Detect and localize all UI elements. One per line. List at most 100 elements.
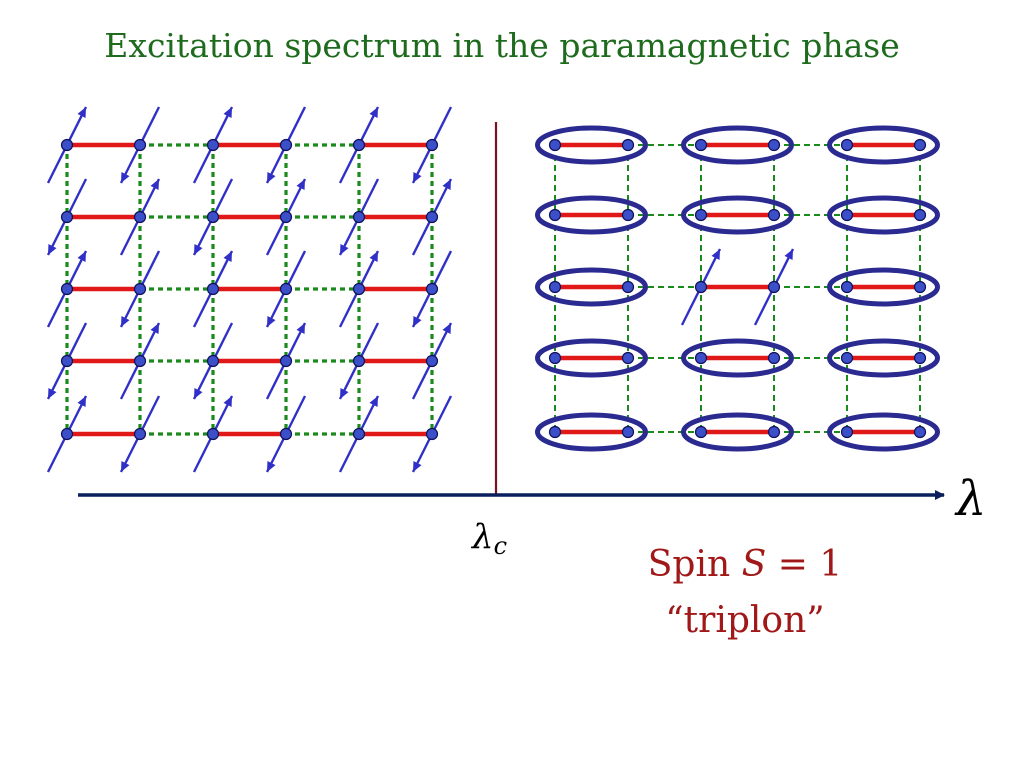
lattice-site <box>621 280 635 294</box>
singlet-dimer-ellipse <box>827 338 940 378</box>
spin-arrowhead <box>413 461 422 472</box>
singlet-dimer-ellipse <box>827 125 940 165</box>
lattice-site <box>840 280 854 294</box>
lattice-site <box>840 425 854 439</box>
spin-arrowhead <box>150 179 159 190</box>
spin-arrowhead <box>369 107 378 118</box>
singlet-dimer-ellipse <box>535 125 648 165</box>
lattice-site <box>548 138 562 152</box>
spin-arrowhead <box>413 316 422 327</box>
lattice-site <box>694 280 708 294</box>
lattice-site <box>133 427 147 441</box>
spin-arrowhead <box>194 388 203 399</box>
lattice-site <box>352 354 366 368</box>
lattice-site <box>548 425 562 439</box>
spin-arrowhead <box>369 251 378 262</box>
singlet-dimer-ellipse <box>681 195 794 235</box>
lattice-site <box>133 210 147 224</box>
spin-arrowhead <box>442 179 451 190</box>
lattice-site <box>425 427 439 441</box>
lattice-site <box>279 427 293 441</box>
lattice-site <box>279 210 293 224</box>
lattice-site <box>206 427 220 441</box>
lattice-site <box>621 208 635 222</box>
lattice-site <box>913 280 927 294</box>
lattice-site <box>352 138 366 152</box>
spin-arrowhead <box>296 323 305 334</box>
singlet-dimer-ellipse <box>681 412 794 452</box>
singlet-dimer-ellipse <box>535 338 648 378</box>
lattice-site <box>767 208 781 222</box>
critical-coupling-label: λc <box>470 517 507 560</box>
singlet-dimer-ellipse <box>827 267 940 307</box>
singlet-dimer-ellipse <box>827 412 940 452</box>
spin-arrowhead <box>223 396 232 407</box>
lattice-site <box>694 138 708 152</box>
lattice-site <box>913 351 927 365</box>
lattice-site <box>60 210 74 224</box>
spin-arrowhead <box>48 388 57 399</box>
excitation-spin-label: Spin S = 1 <box>647 544 843 585</box>
lattice-site <box>133 138 147 152</box>
lattice-site <box>425 138 439 152</box>
lattice-site <box>548 351 562 365</box>
lattice-site <box>840 208 854 222</box>
lattice-site <box>548 280 562 294</box>
lattice-site <box>694 208 708 222</box>
spin-arrowhead <box>223 251 232 262</box>
spin-arrowhead <box>340 388 349 399</box>
lattice-site <box>352 210 366 224</box>
spin-arrowhead <box>194 244 203 255</box>
lattice-site <box>840 138 854 152</box>
lattice-site <box>279 138 293 152</box>
lattice-site <box>767 280 781 294</box>
spin-arrowhead <box>77 107 86 118</box>
slide-title: Excitation spectrum in the paramagnetic … <box>104 26 900 65</box>
spin-arrowhead <box>784 249 793 260</box>
spin-arrowhead <box>121 316 130 327</box>
spin-arrowhead <box>267 316 276 327</box>
spin-arrowhead <box>442 323 451 334</box>
lattice-site <box>621 138 635 152</box>
spin-arrowhead <box>340 244 349 255</box>
spin-arrowhead <box>711 249 720 260</box>
lattice-site <box>60 282 74 296</box>
lattice-site <box>206 210 220 224</box>
lattice-site <box>133 354 147 368</box>
singlet-dimer-ellipse <box>535 412 648 452</box>
lattice-site <box>279 354 293 368</box>
lattice-site <box>206 282 220 296</box>
lattice-site <box>352 427 366 441</box>
dimer-lattice <box>535 125 940 452</box>
spin-arrowhead <box>48 244 57 255</box>
spin-arrowhead <box>296 179 305 190</box>
lattice-site <box>60 427 74 441</box>
singlet-dimer-ellipse <box>535 267 648 307</box>
lattice-site <box>913 208 927 222</box>
lattice-site <box>621 351 635 365</box>
lattice-site <box>425 354 439 368</box>
lattice-site <box>913 425 927 439</box>
singlet-dimer-ellipse <box>681 125 794 165</box>
lattice-site <box>279 282 293 296</box>
lattice-site <box>425 282 439 296</box>
excitation-name: “triplon” <box>665 600 825 641</box>
spin-arrowhead <box>267 461 276 472</box>
lattice-site <box>60 138 74 152</box>
lattice-site <box>133 282 147 296</box>
axis-label: λ <box>954 471 986 527</box>
lattice-site <box>206 354 220 368</box>
lattice-site <box>206 138 220 152</box>
lattice-site <box>767 138 781 152</box>
singlet-dimer-ellipse <box>681 338 794 378</box>
spin-arrowhead <box>267 172 276 183</box>
lattice-site <box>913 138 927 152</box>
spin-arrowhead <box>77 251 86 262</box>
lattice-site <box>694 351 708 365</box>
spin-arrowhead <box>369 396 378 407</box>
spin-arrowhead <box>150 323 159 334</box>
lattice-site <box>352 282 366 296</box>
spin-arrowhead <box>77 396 86 407</box>
